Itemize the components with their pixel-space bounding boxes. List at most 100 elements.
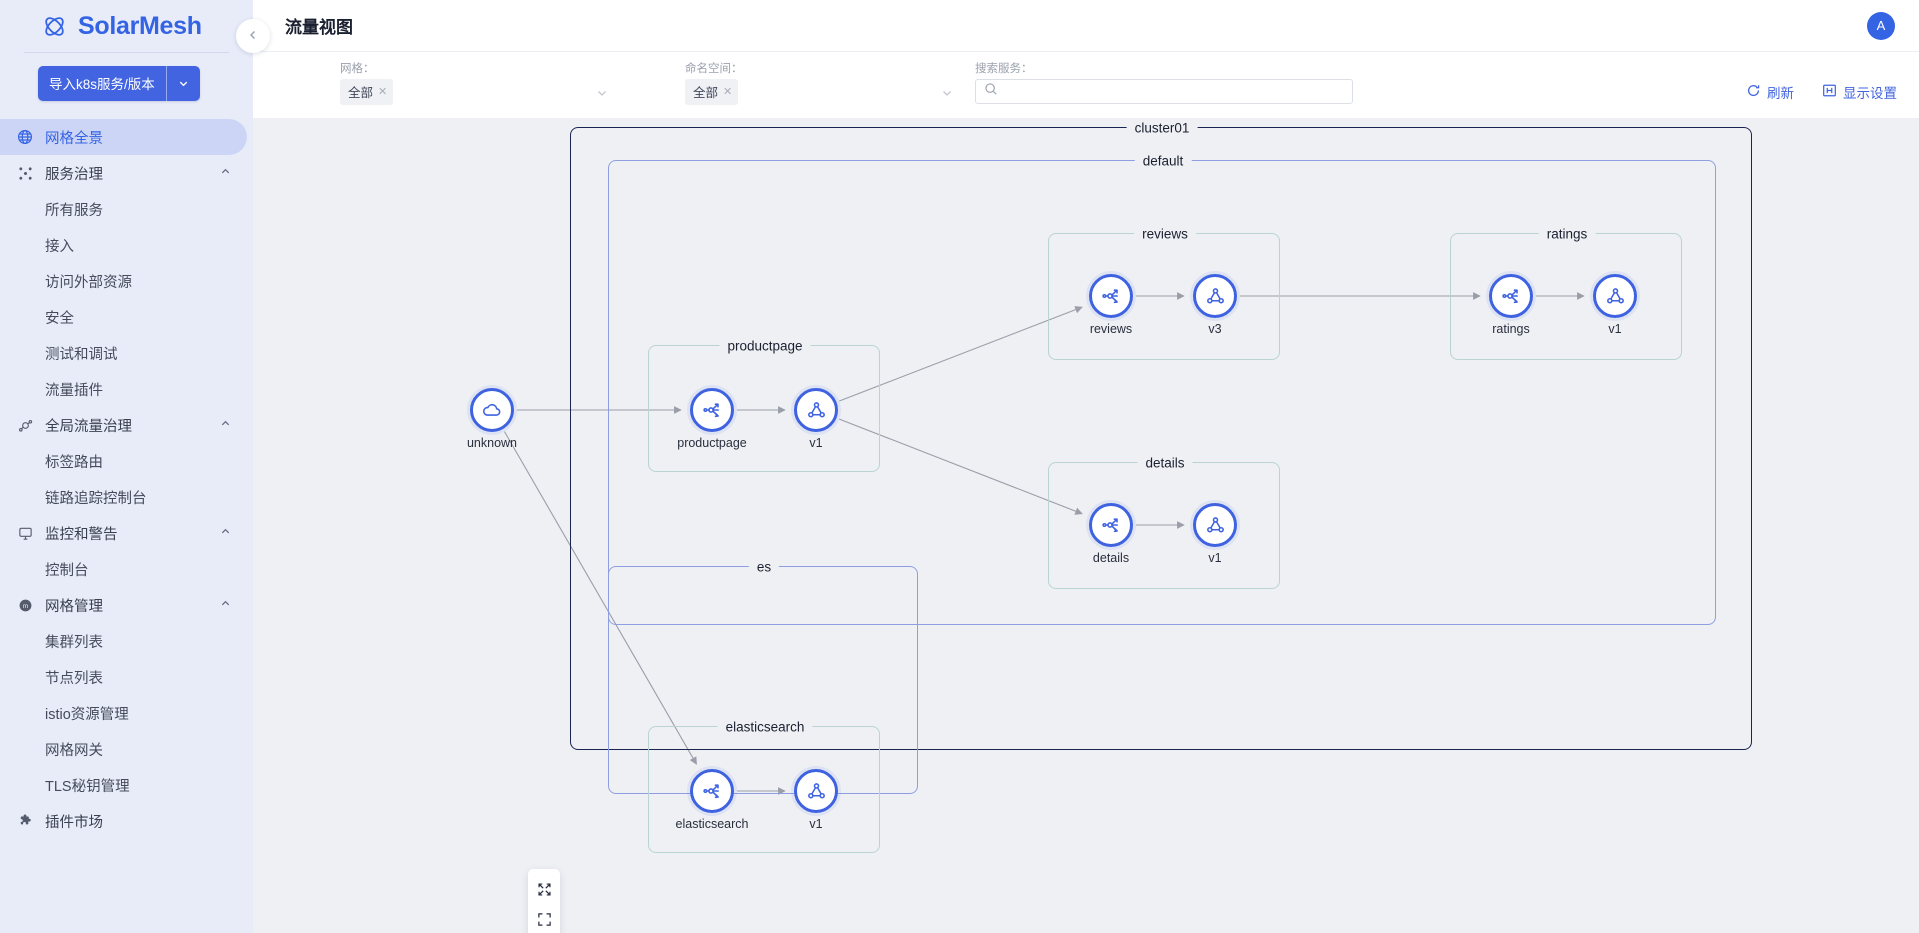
svg-text:m: m bbox=[22, 602, 28, 609]
service-group[interactable]: elasticsearch bbox=[648, 719, 880, 853]
sidebar-item-ingress[interactable]: 接入 bbox=[0, 227, 253, 263]
service-group[interactable]: details bbox=[1048, 455, 1280, 589]
sidebar-item-label: 标签路由 bbox=[45, 454, 103, 471]
namespace-filter-select[interactable]: 全部 ✕ bbox=[630, 78, 975, 105]
sidebar-item-test-debug[interactable]: 测试和调试 bbox=[0, 335, 253, 371]
graph-node-ratings-v1[interactable]: v1 bbox=[1593, 274, 1637, 336]
graph-node-unknown[interactable]: unknown bbox=[467, 388, 517, 450]
service-node-icon[interactable] bbox=[690, 769, 734, 813]
brand: SolarMesh bbox=[0, 0, 253, 52]
chevron-down-icon[interactable] bbox=[941, 87, 953, 102]
graph-node-details[interactable]: details bbox=[1089, 503, 1133, 565]
sidebar-item-node-list[interactable]: 节点列表 bbox=[0, 659, 253, 695]
search-icon bbox=[984, 82, 998, 101]
refresh-button[interactable]: 刷新 bbox=[1746, 82, 1794, 102]
traffic-governance-icon bbox=[16, 416, 34, 434]
sidebar-item-label: 所有服务 bbox=[45, 202, 103, 219]
chevron-up-icon[interactable] bbox=[220, 598, 231, 612]
version-node-icon[interactable] bbox=[1193, 503, 1237, 547]
group-label: ratings bbox=[1538, 226, 1596, 242]
sidebar-item-label: 链路追踪控制台 bbox=[45, 490, 147, 507]
sidebar-item-global-traffic-governance[interactable]: 全局流量治理 bbox=[0, 407, 253, 443]
sidebar-item-mesh-overview[interactable]: 网格全景 bbox=[0, 119, 247, 155]
service-node-icon[interactable] bbox=[1089, 503, 1133, 547]
sidebar-item-mesh-gateway[interactable]: 网格网关 bbox=[0, 731, 253, 767]
namespace-group[interactable]: default bbox=[608, 153, 1716, 625]
chevron-down-icon[interactable] bbox=[167, 66, 200, 101]
import-button-wrap: 导入k8s服务/版本 bbox=[0, 53, 253, 111]
page-title: 流量视图 bbox=[285, 18, 353, 37]
search-input[interactable] bbox=[1004, 83, 1344, 100]
graph-toolbar bbox=[528, 869, 560, 933]
sidebar-item-service-governance[interactable]: 服务治理 bbox=[0, 155, 253, 191]
sidebar-item-traffic-plugins[interactable]: 流量插件 bbox=[0, 371, 253, 407]
service-group[interactable]: ratings bbox=[1450, 226, 1682, 360]
chevron-up-icon[interactable] bbox=[220, 526, 231, 540]
fullscreen-icon[interactable] bbox=[530, 905, 558, 933]
service-group[interactable]: productpage bbox=[648, 338, 880, 472]
display-settings-button[interactable]: 显示设置 bbox=[1822, 82, 1897, 102]
sidebar-item-label: 服务治理 bbox=[45, 166, 103, 183]
sidebar-item-mesh-management[interactable]: m 网格管理 bbox=[0, 587, 253, 623]
graph-node-ratings[interactable]: ratings bbox=[1489, 274, 1533, 336]
service-node-icon[interactable] bbox=[690, 388, 734, 432]
mesh-filter-tag[interactable]: 全部 ✕ bbox=[340, 78, 394, 105]
sidebar-item-label: 流量插件 bbox=[45, 382, 103, 399]
sidebar-item-console[interactable]: 控制台 bbox=[0, 551, 253, 587]
service-node-icon[interactable] bbox=[1489, 274, 1533, 318]
search-box[interactable] bbox=[975, 79, 1353, 104]
namespace-group[interactable]: es bbox=[608, 559, 918, 794]
sidebar-item-istio-resources[interactable]: istio资源管理 bbox=[0, 695, 253, 731]
group-label: details bbox=[1137, 455, 1193, 471]
sidebar-item-monitoring-alerts[interactable]: 监控和警告 bbox=[0, 515, 253, 551]
graph-node-details-v1[interactable]: v1 bbox=[1193, 503, 1237, 565]
version-node-icon[interactable] bbox=[794, 769, 838, 813]
sidebar-item-tracing-console[interactable]: 链路追踪控制台 bbox=[0, 479, 253, 515]
shrink-arrows-icon[interactable] bbox=[530, 875, 558, 903]
version-node-icon[interactable] bbox=[1593, 274, 1637, 318]
sidebar-item-plugin-market[interactable]: 插件市场 bbox=[0, 803, 253, 839]
chevron-down-icon[interactable] bbox=[596, 87, 608, 102]
close-icon[interactable]: ✕ bbox=[723, 85, 733, 98]
sidebar-item-all-services[interactable]: 所有服务 bbox=[0, 191, 253, 227]
graph-node-productpage-v1[interactable]: v1 bbox=[794, 388, 838, 450]
graph-node-reviews-v3[interactable]: v3 bbox=[1193, 274, 1237, 336]
service-search-label: 搜索服务： bbox=[975, 63, 1033, 75]
graph-node-label: v1 bbox=[1208, 551, 1222, 565]
chevron-up-icon[interactable] bbox=[220, 418, 231, 432]
sidebar-item-label: 接入 bbox=[45, 238, 74, 255]
group-label: reviews bbox=[1134, 226, 1196, 242]
import-k8s-label: 导入k8s服务/版本 bbox=[49, 77, 155, 92]
group-label: es bbox=[748, 559, 780, 575]
chevron-up-icon[interactable] bbox=[220, 166, 231, 180]
sidebar-collapse-button[interactable] bbox=[236, 19, 270, 53]
sidebar-item-label: istio资源管理 bbox=[45, 706, 129, 723]
sidebar-item-label: 网格管理 bbox=[45, 598, 103, 615]
close-icon[interactable]: ✕ bbox=[378, 85, 388, 98]
version-node-icon[interactable] bbox=[794, 388, 838, 432]
cluster-group[interactable]: cluster01 bbox=[570, 120, 1752, 750]
sidebar-item-tls-key-management[interactable]: TLS秘钥管理 bbox=[0, 767, 253, 803]
sidebar-item-security[interactable]: 安全 bbox=[0, 299, 253, 335]
cloud-node-icon[interactable] bbox=[470, 388, 514, 432]
graph-node-elasticsearch[interactable]: elasticsearch bbox=[676, 769, 748, 831]
namespace-filter-tag[interactable]: 全部 ✕ bbox=[685, 78, 739, 105]
avatar[interactable]: A bbox=[1867, 11, 1895, 40]
graph-node-label: v1 bbox=[809, 436, 823, 450]
import-k8s-button[interactable]: 导入k8s服务/版本 bbox=[38, 66, 200, 101]
sidebar-item-external-resources[interactable]: 访问外部资源 bbox=[0, 263, 253, 299]
graph-edge[interactable] bbox=[504, 431, 697, 765]
graph-node-es-v1[interactable]: v1 bbox=[794, 769, 838, 831]
service-group[interactable]: reviews bbox=[1048, 226, 1280, 360]
sidebar-item-cluster-list[interactable]: 集群列表 bbox=[0, 623, 253, 659]
sidebar-item-label-routing[interactable]: 标签路由 bbox=[0, 443, 253, 479]
version-node-icon[interactable] bbox=[1193, 274, 1237, 318]
sidebar-divider bbox=[24, 52, 229, 53]
service-governance-icon bbox=[16, 164, 34, 182]
graph-node-reviews[interactable]: reviews bbox=[1089, 274, 1133, 336]
graph-node-productpage[interactable]: productpage bbox=[677, 388, 747, 450]
service-node-icon[interactable] bbox=[1089, 274, 1133, 318]
mesh-filter-select[interactable]: 全部 ✕ bbox=[285, 78, 630, 105]
service-search: 搜索服务： bbox=[975, 60, 1353, 105]
